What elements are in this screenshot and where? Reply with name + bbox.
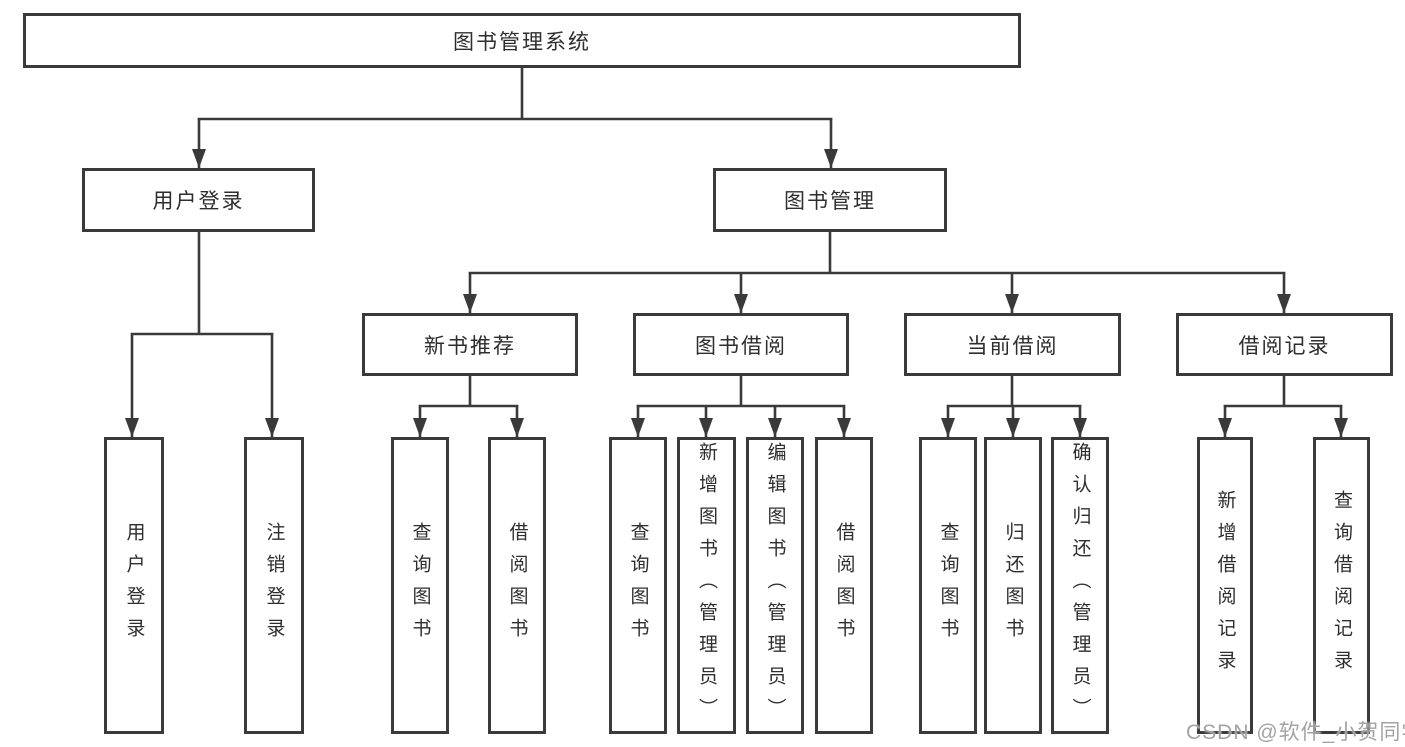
node-book-borrow: 图书借阅 (633, 313, 849, 376)
leaf-borrow-books-label: 借阅图书 (833, 521, 855, 650)
node-system-root: 图书管理系统 (23, 13, 1021, 68)
node-book-management-label: 图书管理 (784, 190, 876, 213)
connector-root-to-level2 (192, 67, 838, 168)
leaf-borrow-books-recommend: 借阅图书 (488, 437, 546, 734)
connector-book-management-to-level3 (463, 232, 1291, 313)
leaf-query-borrow-record-label: 查询借阅记录 (1331, 489, 1352, 682)
node-user-login-label: 用户登录 (152, 190, 245, 213)
leaf-return-book: 归还图书 (984, 437, 1042, 734)
node-system-root-label: 图书管理系统 (453, 30, 591, 54)
csdn-watermark: CSDN @软件_小贺同学 (1186, 721, 1405, 744)
leaf-query-books-borrow: 查询图书 (609, 437, 667, 734)
connector-book-borrow-to-leaves (631, 376, 851, 437)
leaf-edit-book-admin-label: 编辑图书（管理员） (764, 441, 786, 730)
leaf-edit-book-admin: 编辑图书（管理员） (746, 437, 804, 734)
connector-borrow-records-to-leaves (1218, 376, 1348, 437)
leaf-query-books-current: 查询图书 (919, 437, 977, 734)
leaf-query-borrow-record: 查询借阅记录 (1313, 437, 1370, 734)
node-current-borrow: 当前借阅 (904, 313, 1121, 376)
leaf-query-books-recommend-label: 查询图书 (409, 521, 431, 650)
leaf-query-books-current-label: 查询图书 (937, 521, 959, 650)
connector-user-login-to-leaves (125, 232, 279, 437)
leaf-query-books-recommend: 查询图书 (391, 437, 449, 734)
node-new-book-recommend: 新书推荐 (362, 313, 578, 376)
node-borrow-records-label: 借阅记录 (1238, 334, 1331, 358)
leaf-query-books-borrow-label: 查询图书 (627, 521, 649, 650)
leaf-add-borrow-record-label: 新增借阅记录 (1214, 489, 1236, 682)
node-current-borrow-label: 当前借阅 (966, 334, 1059, 358)
leaf-add-book-admin: 新增图书（管理员） (677, 437, 736, 734)
connector-new-book-recommend-to-leaves (413, 376, 524, 437)
leaf-confirm-return-admin-label: 确认归还（管理员） (1069, 441, 1091, 730)
node-new-book-recommend-label: 新书推荐 (424, 334, 516, 358)
leaf-borrow-books: 借阅图书 (815, 437, 873, 734)
leaf-add-book-admin-label: 新增图书（管理员） (696, 441, 717, 730)
node-user-login: 用户登录 (82, 168, 315, 232)
leaf-confirm-return-admin: 确认归还（管理员） (1051, 437, 1109, 734)
node-book-borrow-label: 图书借阅 (695, 334, 787, 358)
leaf-borrow-books-recommend-label: 借阅图书 (506, 521, 528, 650)
connector-current-borrow-to-leaves (941, 376, 1087, 437)
leaf-add-borrow-record: 新增借阅记录 (1197, 437, 1253, 734)
leaf-user-login-label: 用户登录 (123, 521, 145, 650)
leaf-logout-label: 注销登录 (263, 521, 285, 650)
leaf-logout: 注销登录 (244, 437, 304, 734)
node-borrow-records: 借阅记录 (1176, 313, 1393, 376)
leaf-user-login: 用户登录 (104, 437, 164, 734)
leaf-return-book-label: 归还图书 (1002, 521, 1024, 650)
node-book-management: 图书管理 (713, 168, 947, 232)
